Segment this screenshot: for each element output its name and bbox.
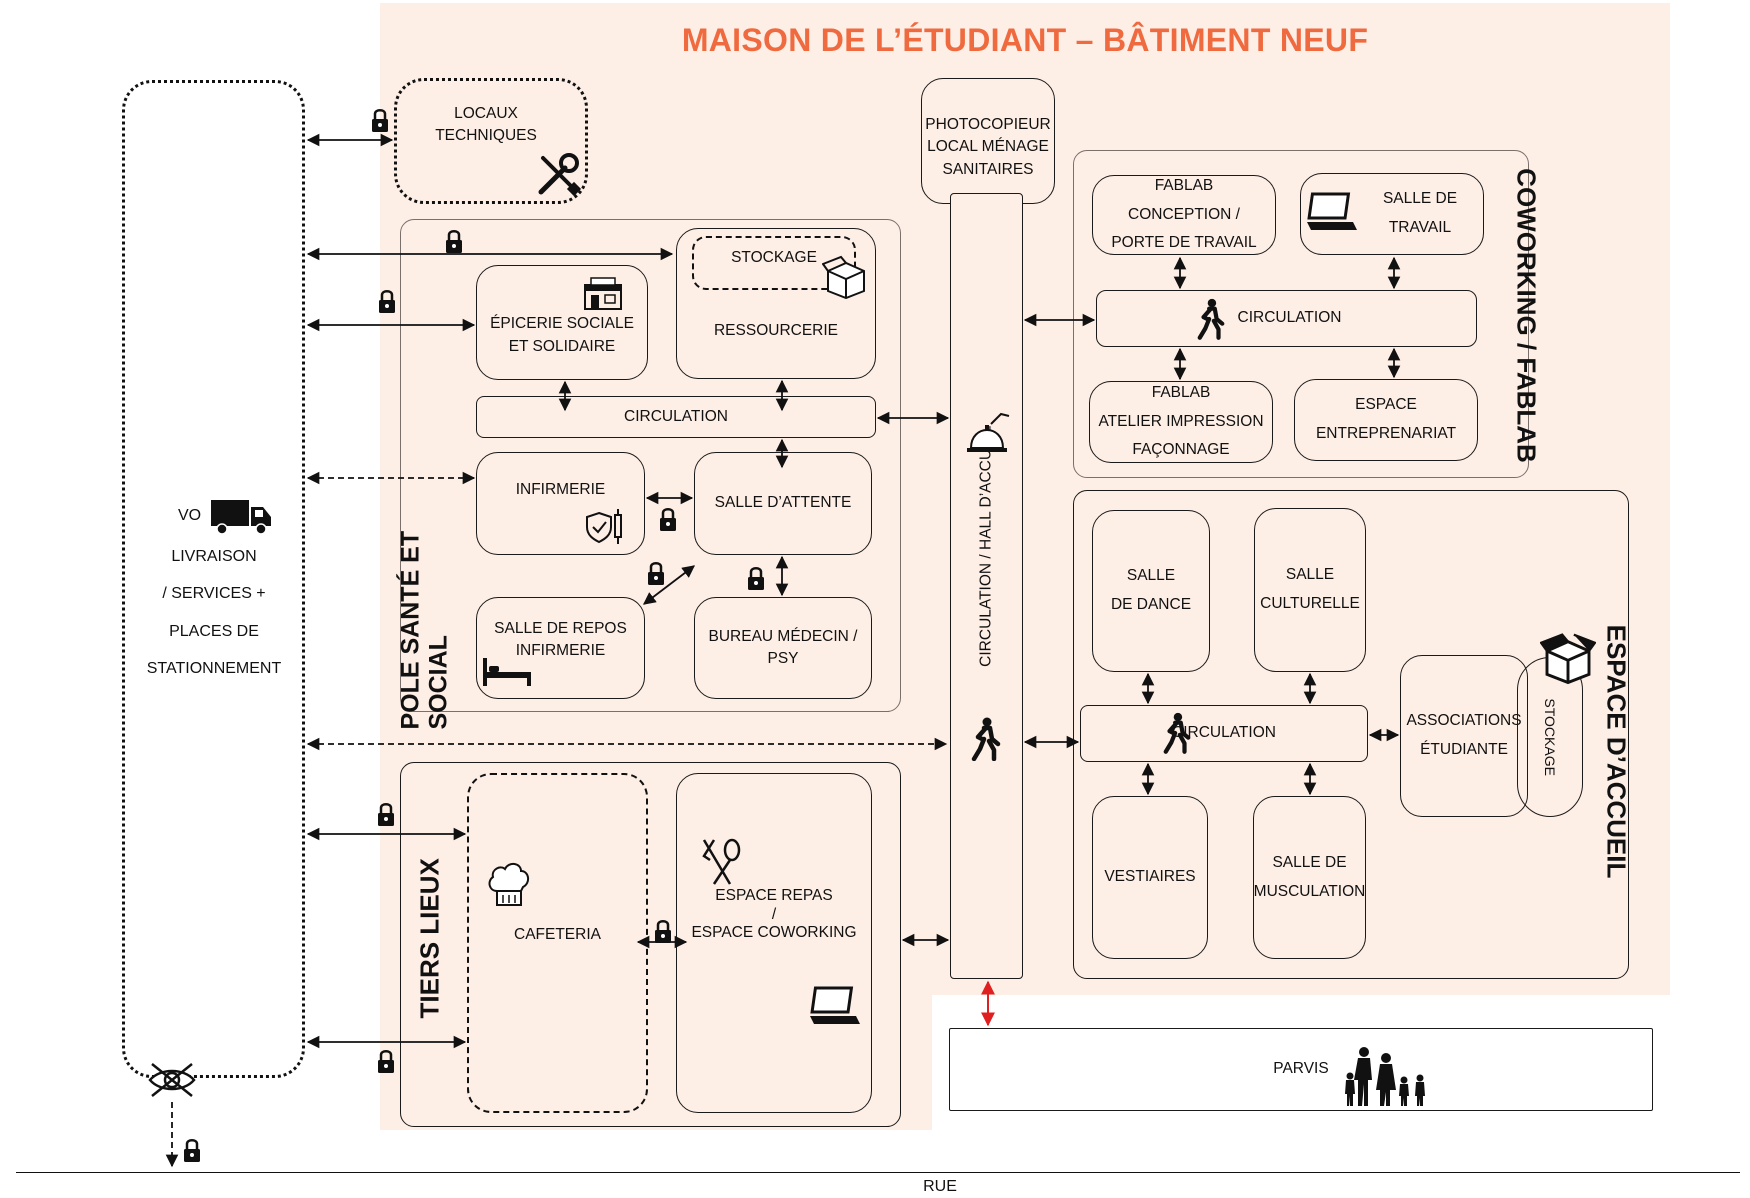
room-circulation-cowork: CIRCULATION [1096, 290, 1477, 347]
shield-syringe-icon [586, 509, 622, 544]
room-vestiaires-label: VESTIAIRES [1104, 868, 1196, 886]
room-espace-repas-label: ESPACE REPAS / ESPACE COWORKING [691, 887, 857, 942]
delivery-corridor [122, 80, 305, 1078]
room-circulation-sante-label: CIRCULATION [624, 407, 728, 425]
room-salle-danse: SALLE DE DANCE [1092, 510, 1210, 672]
room-fablab-atelier-label: FABLAB ATELIER IMPRESSION FAÇONNAGE [1098, 384, 1264, 459]
bed-icon [483, 658, 531, 686]
walking-person-icon [971, 717, 1001, 761]
room-stockage-ressourcerie: STOCKAGE [692, 236, 856, 290]
room-bureau-medecin: BUREAU MÉDECIN / PSY [694, 597, 872, 699]
room-associations-label: ASSOCIATIONS ÉTUDIANTE [1406, 712, 1522, 758]
room-ressourcerie-label: RESSOURCERIE [713, 322, 839, 340]
street-line [16, 1172, 1740, 1173]
laptop-icon-travail [1307, 192, 1357, 230]
zone-pole-sante [400, 219, 901, 712]
walking-person-icon-accueil [1163, 712, 1191, 754]
room-salle-culturelle: SALLE CULTURELLE [1254, 508, 1366, 672]
room-cafeteria-label: CAFETERIA [514, 925, 601, 943]
room-fablab-conception: FABLAB CONCEPTION / PORTE DE TRAVAIL [1092, 175, 1276, 255]
room-espace-repas: ESPACE REPAS / ESPACE COWORKING [676, 773, 872, 1113]
room-espace-entrepreneuriat-label: ESPACE ENTREPRENARIAT [1315, 396, 1457, 442]
room-salle-musculation-label: SALLE DE MUSCULATION [1253, 853, 1366, 900]
room-stockage-ressourcerie-label: STOCKAGE [731, 248, 817, 266]
room-associations: ASSOCIATIONS ÉTUDIANTE [1400, 655, 1528, 817]
zone-espace-accueil [1073, 490, 1629, 979]
room-epicerie-label: ÉPICERIE SOCIALE ET SOLIDAIRE [490, 315, 634, 355]
truck-icon [211, 500, 271, 535]
shop-icon [584, 277, 622, 310]
room-photocopieur: PHOTOCOPIEUR LOCAL MÉNAGE SANITAIRES [921, 78, 1055, 204]
room-photocopieur-label: PHOTOCOPIEUR LOCAL MÉNAGE SANITAIRES [925, 116, 1051, 178]
room-locaux-techniques-label: LOCAUX TECHNIQUES [435, 104, 537, 144]
street-label: RUE [923, 1178, 957, 1195]
room-salle-travail-label: SALLE DE TRAVAIL [1382, 190, 1458, 236]
room-salle-repos-label: SALLE DE REPOS INFIRMERIE [494, 619, 627, 659]
zone-tiers-lieux [400, 762, 901, 1127]
corridor-vo-label: VO [178, 507, 202, 524]
cutlery-icon [702, 838, 741, 885]
surveillance-eye-icon [148, 1063, 196, 1097]
chef-hat-icon [488, 863, 529, 906]
room-salle-danse-label: SALLE DE DANCE [1110, 567, 1192, 613]
room-circulation-cowork-label: CIRCULATION [1237, 309, 1342, 327]
room-circulation-accueil-label: CIRCULATION [1172, 724, 1276, 742]
room-vestiaires: VESTIAIRES [1092, 796, 1208, 959]
box-icon-assoc [1540, 633, 1596, 685]
room-circulation-accueil: CIRCULATION [1080, 705, 1368, 762]
room-circulation-sante: CIRCULATION [476, 396, 876, 438]
room-fablab-conception-label: FABLAB CONCEPTION / PORTE DE TRAVAIL [1111, 177, 1257, 252]
room-infirmerie-label: INFIRMERIE [515, 481, 606, 499]
box-icon [822, 255, 865, 299]
page-title: MAISON DE L’ÉTUDIANT – BÂTIMENT NEUF [681, 22, 1369, 58]
room-salle-musculation: SALLE DE MUSCULATION [1253, 796, 1366, 959]
room-parvis: PARVIS [949, 1028, 1653, 1111]
room-bureau-medecin-label: BUREAU MÉDECIN / PSY [708, 627, 858, 667]
room-locaux-techniques: LOCAUX TECHNIQUES [394, 78, 588, 204]
room-salle-attente-label: SALLE D’ATTENTE [714, 494, 852, 512]
corridor-label: LIVRAISON / SERVICES + PLACES DE STATION… [146, 548, 282, 677]
walking-person-icon-cowork [1197, 298, 1225, 340]
room-salle-travail: SALLE DE TRAVAIL [1300, 173, 1484, 255]
room-hall-accueil: CIRCULATION / HALL D’ACCUEIL [950, 193, 1023, 979]
room-parvis-label: PARVIS [1273, 1060, 1329, 1078]
room-salle-repos: SALLE DE REPOS INFIRMERIE [476, 597, 645, 699]
room-fablab-atelier: FABLAB ATELIER IMPRESSION FAÇONNAGE [1089, 381, 1273, 463]
room-espace-entrepreneuriat: ESPACE ENTREPRENARIAT [1294, 379, 1478, 461]
tools-icon [538, 153, 582, 197]
laptop-icon [810, 986, 860, 1024]
room-salle-culturelle-label: SALLE CULTURELLE [1260, 566, 1360, 612]
family-icon [1345, 1047, 1425, 1106]
reception-bell-icon [967, 412, 1010, 452]
